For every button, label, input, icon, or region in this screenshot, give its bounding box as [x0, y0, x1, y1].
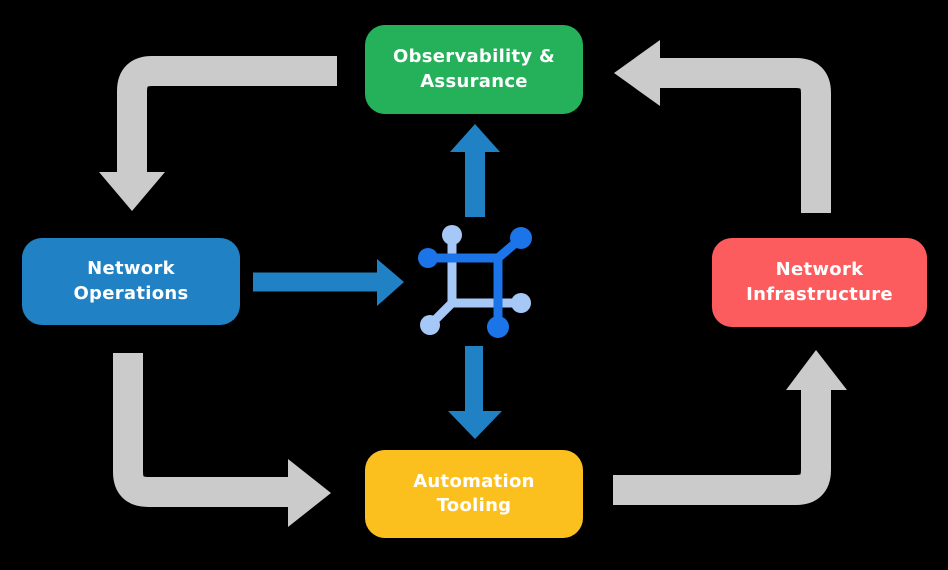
cycle-arrow-infrastructure-to-observability	[614, 40, 831, 213]
arrow-shaft	[113, 353, 290, 507]
cycle-arrow-operations-to-tooling	[113, 353, 331, 527]
mesh-node-left	[418, 248, 438, 268]
mesh-node-right	[511, 293, 531, 313]
arrow-head-right	[288, 459, 331, 527]
node-label: Automation Tooling	[413, 470, 535, 516]
node-automation-tooling: Automation Tooling	[365, 450, 583, 538]
hub-arrow-center-to-observability	[450, 124, 500, 217]
mesh-node-bottom-left	[420, 315, 440, 335]
mesh-node-top	[442, 225, 462, 245]
arrow-head-right	[377, 259, 404, 306]
node-label: Network Infrastructure	[746, 259, 893, 305]
mesh-node-top-right	[510, 227, 532, 249]
node-observability-assurance: Observability & Assurance	[365, 25, 583, 114]
cycle-arrow-tooling-to-infrastructure	[613, 350, 847, 505]
node-label: Observability & Assurance	[392, 46, 556, 92]
node-label: Network Operations	[73, 258, 189, 304]
arrow-head-up	[786, 350, 847, 390]
arrow-shaft	[660, 58, 831, 213]
arrow-shaft	[117, 56, 337, 174]
mesh-node-bottom	[487, 316, 509, 338]
arrow-head-down	[448, 411, 502, 439]
hub-arrow-operations-to-center	[253, 259, 404, 306]
network-mesh-icon	[418, 225, 532, 338]
arrow-head-down	[99, 172, 165, 211]
arrow-head-up	[450, 124, 500, 152]
cycle-arrow-observability-to-operations	[99, 56, 337, 211]
node-network-infrastructure: Network Infrastructure	[712, 238, 927, 327]
node-network-operations: Network Operations	[22, 238, 240, 325]
arrow-head-left	[614, 40, 660, 106]
arrow-shaft	[613, 390, 831, 505]
hub-arrow-center-to-tooling	[448, 346, 502, 439]
